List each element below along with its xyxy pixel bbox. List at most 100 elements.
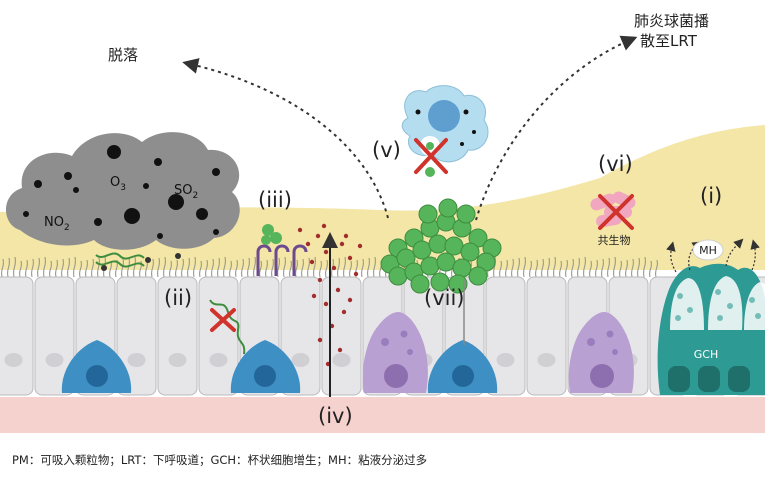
particulate-matter xyxy=(101,253,181,271)
red-particle xyxy=(341,309,347,315)
cilium xyxy=(295,259,298,278)
epithelial-cell xyxy=(198,276,239,396)
basal-cell xyxy=(230,340,301,393)
label-i: (i) xyxy=(700,184,723,208)
cilium xyxy=(55,259,58,278)
cilium xyxy=(289,260,292,278)
cilium xyxy=(253,256,256,278)
goblet-cell xyxy=(362,312,428,393)
cilium xyxy=(79,260,82,278)
cilium xyxy=(211,258,214,278)
cilium xyxy=(97,257,100,278)
goblet-hyperplasia xyxy=(657,238,765,395)
bacterium xyxy=(456,204,476,224)
cilium xyxy=(25,259,28,278)
receptors-iii xyxy=(256,244,308,276)
label-vi: (vi) xyxy=(598,152,633,176)
bacterium xyxy=(448,274,468,294)
bacterium xyxy=(452,258,472,278)
cross-mark-ii xyxy=(210,308,236,332)
cilium xyxy=(241,258,244,278)
cilium xyxy=(529,260,532,278)
cilium xyxy=(175,259,178,278)
cilium xyxy=(61,258,64,278)
cilium xyxy=(13,256,16,278)
cilium xyxy=(349,260,352,278)
red-particle xyxy=(335,287,341,293)
cilium xyxy=(217,257,220,278)
cilium xyxy=(37,257,40,278)
cilium xyxy=(181,258,184,278)
o3-label: O3 xyxy=(110,175,126,193)
cilium xyxy=(613,256,616,278)
bacterium xyxy=(418,204,438,224)
bacterium-v xyxy=(425,167,435,177)
cilium xyxy=(31,258,34,278)
cilium xyxy=(193,256,196,278)
red-particle xyxy=(317,277,323,283)
cilium xyxy=(325,259,328,278)
red-particle xyxy=(339,241,345,247)
red-particle xyxy=(343,233,349,239)
cilium xyxy=(277,257,280,278)
label-v: (v) xyxy=(372,138,401,162)
cilium xyxy=(151,258,154,278)
red-particle xyxy=(347,255,353,261)
cilium xyxy=(229,260,232,278)
cilium xyxy=(337,257,340,278)
cilium xyxy=(7,257,10,278)
cilium xyxy=(301,258,304,278)
basal-cell xyxy=(427,340,498,393)
red-particle xyxy=(337,347,343,353)
cilium xyxy=(271,258,274,278)
cilium xyxy=(559,260,562,278)
label-ii: (ii) xyxy=(164,286,193,310)
epithelial-cell xyxy=(321,276,362,396)
epithelial-cell xyxy=(0,276,34,396)
cilium xyxy=(373,256,376,278)
cilium xyxy=(139,260,142,278)
cilium xyxy=(313,256,316,278)
cilium xyxy=(547,257,550,278)
epithelial-cell xyxy=(157,276,198,396)
cilium xyxy=(85,259,88,278)
cilium xyxy=(235,259,238,278)
red-particle xyxy=(311,293,317,299)
shedding-arrow xyxy=(182,58,389,219)
cilium xyxy=(361,258,364,278)
cilium xyxy=(505,259,508,278)
cilium xyxy=(205,259,208,278)
cilium xyxy=(163,256,166,278)
cilium xyxy=(133,256,136,278)
bacterium xyxy=(468,266,488,286)
bacterium xyxy=(412,240,432,260)
bacterium xyxy=(428,234,448,254)
label-iii: (iii) xyxy=(258,188,292,212)
cilium xyxy=(259,260,262,278)
cilium xyxy=(43,256,46,278)
cross-mark-v xyxy=(414,138,448,174)
cilium xyxy=(595,259,598,278)
macrophage-v xyxy=(401,85,489,163)
no2-label: NO2 xyxy=(44,215,70,233)
label-iv: (iv) xyxy=(318,404,353,428)
bacterium xyxy=(420,256,440,276)
cilium xyxy=(649,260,652,278)
cilium xyxy=(157,257,160,278)
label-vii: (vii) xyxy=(424,286,465,310)
red-particle xyxy=(305,241,311,247)
cilium xyxy=(511,258,514,278)
cross-mark-vi xyxy=(598,194,634,230)
bacterium xyxy=(436,252,456,272)
cilium xyxy=(1,258,4,278)
cilium xyxy=(73,256,76,278)
cilium xyxy=(169,260,172,278)
cilium xyxy=(625,259,628,278)
red-particle xyxy=(331,265,337,271)
cilium xyxy=(499,260,502,278)
red-particle xyxy=(321,223,327,229)
cilium xyxy=(589,260,592,278)
red-particle xyxy=(309,259,315,265)
mh-label: MH xyxy=(699,244,717,257)
